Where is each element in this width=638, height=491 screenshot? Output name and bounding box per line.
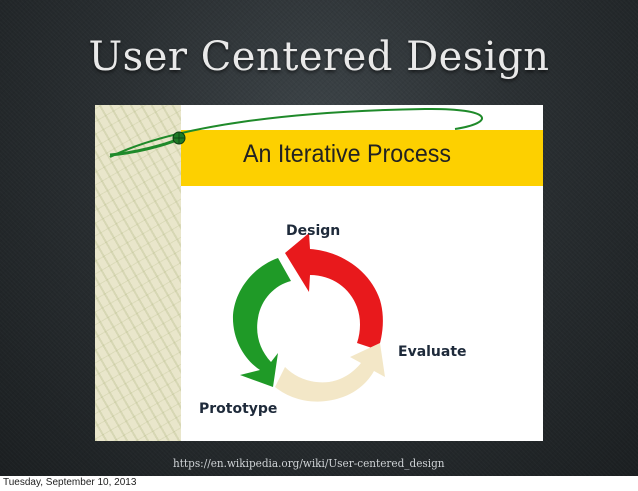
slide-title: User Centered Design (88, 34, 550, 80)
process-figure: An Iterative Process Design Evaluate Pro… (95, 105, 543, 441)
step-label-design: Design (286, 223, 341, 239)
swoosh-decoration (109, 107, 483, 158)
source-link[interactable]: https://en.wikipedia.org/wiki/User-cente… (173, 457, 445, 470)
figure-heading: An Iterative Process (242, 140, 452, 168)
date-text: Tuesday, September 10, 2013 (3, 477, 137, 488)
date-footer: Tuesday, September 10, 2013 (0, 476, 638, 491)
cycle-diagram (232, 233, 385, 402)
decorative-pattern-strip (95, 105, 181, 441)
heading-banner (181, 130, 543, 186)
step-label-evaluate: Evaluate (398, 344, 467, 360)
slide-canvas: User Centered Design An Iterative Proces… (0, 0, 638, 476)
prototype-arrow (232, 258, 291, 387)
evaluate-arrow (275, 343, 385, 402)
design-arrow (285, 233, 383, 350)
step-label-prototype: Prototype (199, 401, 278, 417)
